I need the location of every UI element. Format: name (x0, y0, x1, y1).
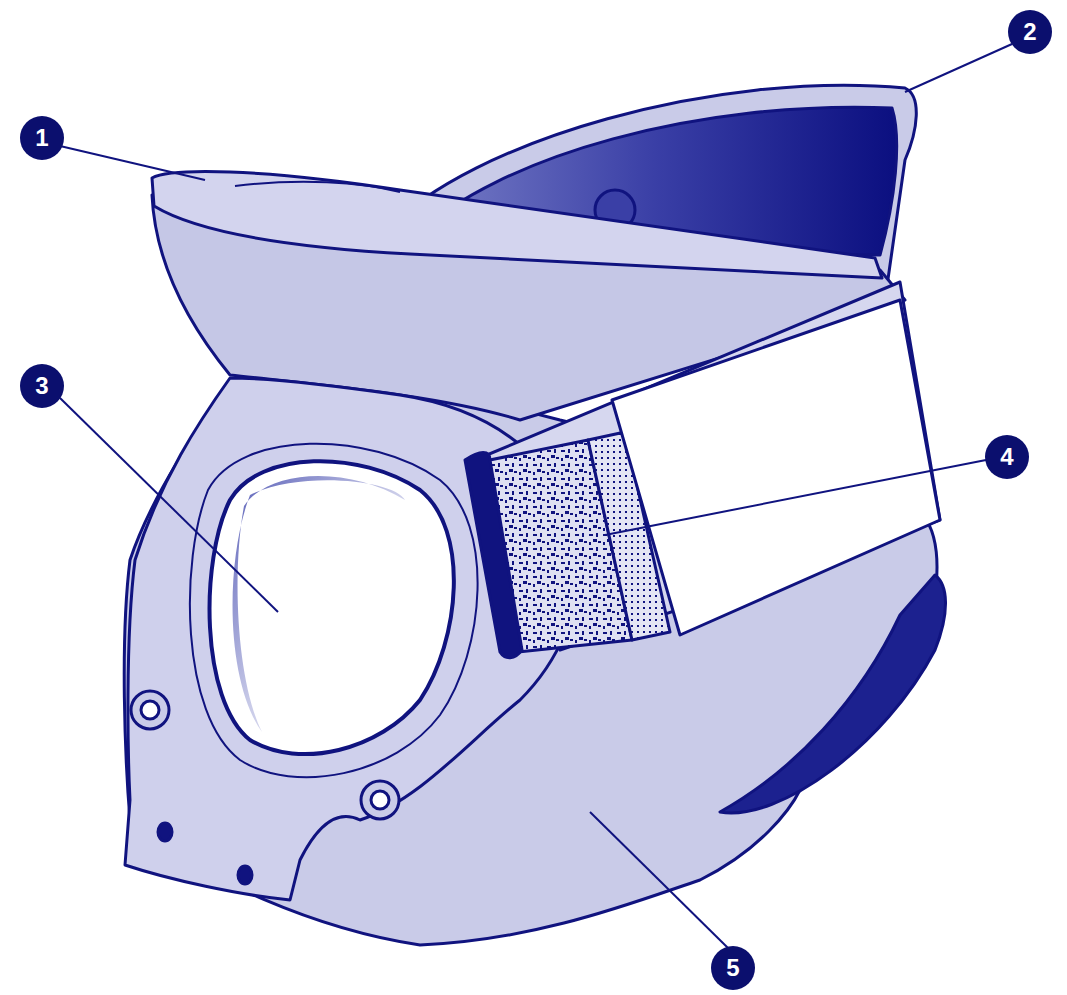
callout-number: 1 (20, 116, 64, 160)
callout-number: 4 (985, 435, 1029, 479)
leader-lines (60, 44, 1012, 948)
callout-number: 2 (1008, 10, 1052, 54)
callout-number: 5 (711, 946, 755, 990)
callout-number: 3 (20, 364, 64, 408)
